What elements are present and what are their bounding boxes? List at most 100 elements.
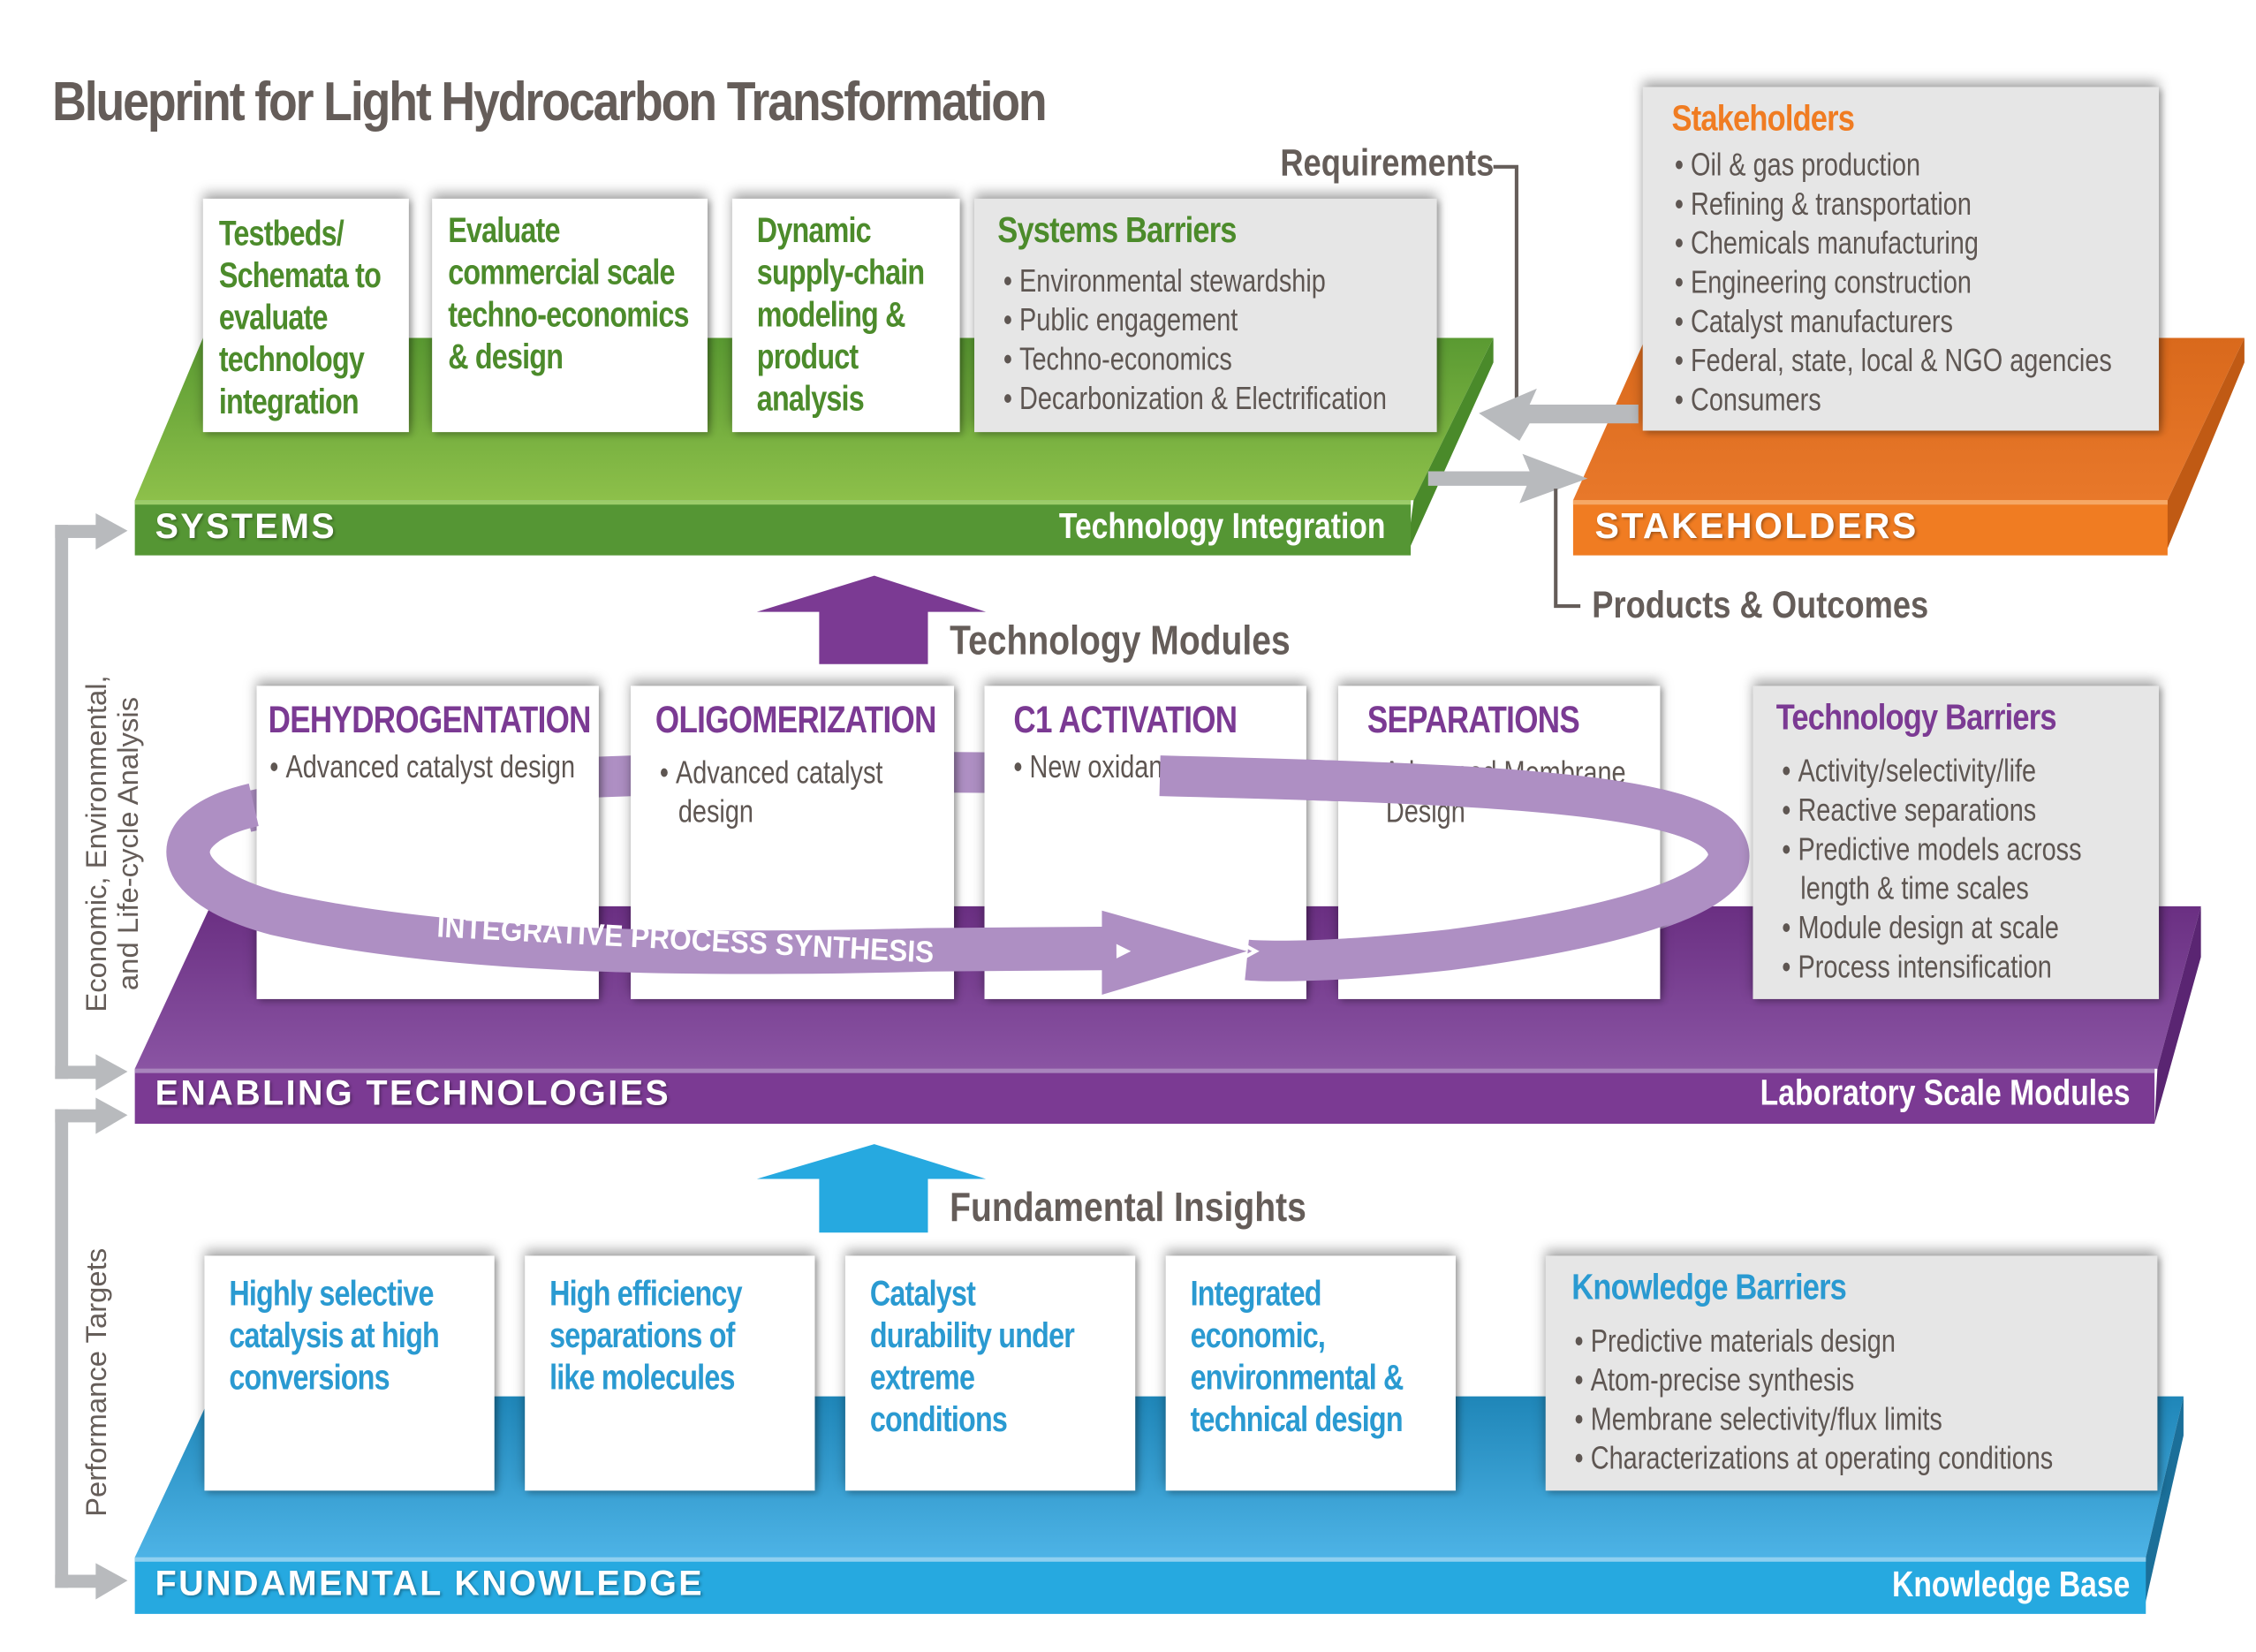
- technology-barrier-item: Activity/selectivity/life: [1782, 751, 2081, 790]
- systems-platform-side: [1406, 337, 1494, 556]
- fundamental-bar-sublabel: Knowledge Base: [1891, 1565, 2131, 1606]
- card-line: Integrated: [1190, 1274, 1322, 1315]
- diagram-title: Blueprint for Light Hydrocarbon Transfor…: [52, 72, 1048, 134]
- systems-bar: [134, 500, 1412, 556]
- module-card-separations: SEPARATIONS Advanced Membrane Design: [1338, 686, 1661, 999]
- technology-barriers-box: Technology Barriers Activity/selectivity…: [1753, 686, 2160, 999]
- stakeholder-item: Oil & gas production: [1675, 145, 2112, 184]
- stakeholder-item: Chemicals manufacturing: [1675, 224, 2112, 262]
- systems-barrier-item: Techno-economics: [1003, 339, 1387, 378]
- products-connector-line: [1554, 489, 1581, 609]
- technology-modules-arrow: [756, 575, 987, 664]
- side-label-analysis: Economic, Environmental, and Life-cycle …: [81, 675, 145, 1012]
- module-item: design: [678, 792, 753, 830]
- module-item: Advanced catalyst design: [269, 746, 575, 785]
- stakeholder-item: Federal, state, local & NGO agencies: [1675, 341, 2112, 380]
- knowledge-barrier-item: Predictive materials design: [1575, 1321, 2054, 1360]
- technology-barrier-item: Module design at scale: [1782, 908, 2081, 947]
- module-title: SEPARATIONS: [1366, 697, 1580, 741]
- module-item: Advanced Membrane: [1367, 753, 1626, 792]
- knowledge-barrier-item: Atom-precise synthesis: [1575, 1360, 2054, 1399]
- stakeholder-item: Engineering construction: [1675, 262, 2112, 301]
- card-line: Dynamic: [756, 211, 872, 251]
- systems-barriers-title: Systems Barriers: [997, 210, 1237, 251]
- products-arrow: [1427, 453, 1588, 504]
- card-line: technology: [218, 340, 365, 381]
- card-line: extreme: [869, 1358, 975, 1398]
- requirements-connector-line: [1493, 164, 1518, 404]
- stakeholder-item: Refining & transportation: [1675, 184, 2112, 223]
- technology-barrier-item: Reactive separations: [1782, 791, 2081, 830]
- card-line: technical design: [1190, 1400, 1404, 1440]
- knowledge-barrier-item: Characterizations at operating condition…: [1575, 1438, 2054, 1477]
- card-line: like molecules: [549, 1358, 735, 1398]
- systems-barrier-item: Environmental stewardship: [1003, 261, 1387, 299]
- stakeholders-bar-label: STAKEHOLDERS: [1594, 505, 1919, 547]
- card-line: durability under: [869, 1316, 1075, 1356]
- fundamental-insights-arrow: [756, 1144, 987, 1233]
- knowledge-barriers-title: Knowledge Barriers: [1571, 1267, 1847, 1308]
- card-line: Evaluate: [448, 211, 560, 251]
- stakeholders-box: Stakeholders Oil & gas production Refini…: [1642, 87, 2160, 431]
- knowledge-barriers-box: Knowledge Barriers Predictive materials …: [1545, 1255, 2158, 1491]
- side-label-performance: Performance Targets: [80, 1247, 114, 1517]
- systems-card-testbeds: Testbeds/ Schemata to evaluate technolog…: [202, 198, 409, 433]
- fundamental-bar-label: FUNDAMENTAL KNOWLEDGE: [155, 1565, 705, 1604]
- fundamental-card-separations: High efficiency separations of like mole…: [525, 1255, 815, 1491]
- card-line: commercial scale: [448, 254, 675, 293]
- card-line: modeling &: [756, 295, 906, 336]
- module-item: Advanced catalyst: [660, 753, 882, 792]
- stakeholders-platform-side: [2164, 337, 2245, 556]
- fundamental-card-catalysis: Highly selective catalysis at high conve…: [204, 1255, 495, 1491]
- card-line: High efficiency: [549, 1274, 742, 1315]
- module-card-c1-activation: C1 ACTIVATION New oxidants: [984, 686, 1306, 999]
- fundamental-insights-label: Fundamental Insights: [950, 1185, 1306, 1230]
- technology-barrier-item: Process intensification: [1782, 947, 2081, 986]
- fundamental-card-durability: Catalyst durability under extreme condit…: [844, 1255, 1136, 1491]
- enabling-bar-label: ENABLING TECHNOLOGIES: [155, 1074, 671, 1114]
- requirements-label: Requirements: [1280, 140, 1495, 185]
- enabling-bar: [134, 1068, 2155, 1125]
- systems-bar-label: SYSTEMS: [155, 507, 337, 547]
- card-line: environmental &: [1190, 1358, 1404, 1398]
- requirements-arrow: [1479, 388, 1639, 441]
- card-line: Schemata to: [218, 256, 382, 296]
- card-line: conversions: [229, 1358, 390, 1398]
- technology-barriers-title: Technology Barriers: [1775, 697, 2057, 739]
- technology-barrier-item: length & time scales: [1800, 869, 2029, 906]
- module-item: New oxidants: [1013, 746, 1182, 785]
- knowledge-barrier-item: Membrane selectivity/flux limits: [1575, 1399, 2054, 1438]
- technology-barrier-item: Predictive models across: [1782, 830, 2081, 868]
- side-arrow-upper: [55, 513, 128, 1091]
- systems-barrier-item: Decarbonization & Electrification: [1003, 378, 1387, 417]
- systems-card-supply-chain: Dynamic supply-chain modeling & product …: [731, 198, 960, 433]
- stakeholders-bar: [1572, 500, 2168, 556]
- card-line: analysis: [756, 380, 865, 420]
- systems-card-evaluate: Evaluate commercial scale techno-economi…: [432, 198, 708, 433]
- stakeholders-box-title: Stakeholders: [1671, 98, 1855, 140]
- card-line: conditions: [869, 1400, 1008, 1440]
- card-line: & design: [448, 337, 564, 377]
- side-label-line: and Life-cycle Analysis: [113, 696, 146, 991]
- card-line: separations of: [549, 1316, 735, 1356]
- fundamental-bar: [134, 1557, 2146, 1614]
- side-arrow-lower: [55, 1097, 128, 1600]
- stakeholder-item: Catalyst manufacturers: [1675, 301, 2112, 340]
- module-title: C1 ACTIVATION: [1013, 697, 1238, 741]
- products-outcomes-label: Products & Outcomes: [1592, 582, 1929, 627]
- enabling-platform-side: [2154, 906, 2201, 1125]
- technology-modules-label: Technology Modules: [950, 618, 1291, 663]
- stakeholder-item: Consumers: [1675, 380, 2112, 419]
- card-line: techno-economics: [448, 295, 689, 336]
- card-line: economic,: [1190, 1316, 1326, 1356]
- module-title: OLIGOMERIZATION: [655, 697, 936, 741]
- systems-barriers-box: Systems Barriers Environmental stewardsh…: [974, 198, 1437, 433]
- card-line: Testbeds/: [218, 214, 344, 254]
- card-line: product: [756, 337, 859, 377]
- side-label-line: Economic, Environmental,: [80, 675, 114, 1012]
- enabling-bar-sublabel: Laboratory Scale Modules: [1760, 1072, 2131, 1114]
- card-line: integration: [218, 383, 360, 422]
- card-line: evaluate: [218, 299, 329, 338]
- module-item: Design: [1385, 792, 1465, 830]
